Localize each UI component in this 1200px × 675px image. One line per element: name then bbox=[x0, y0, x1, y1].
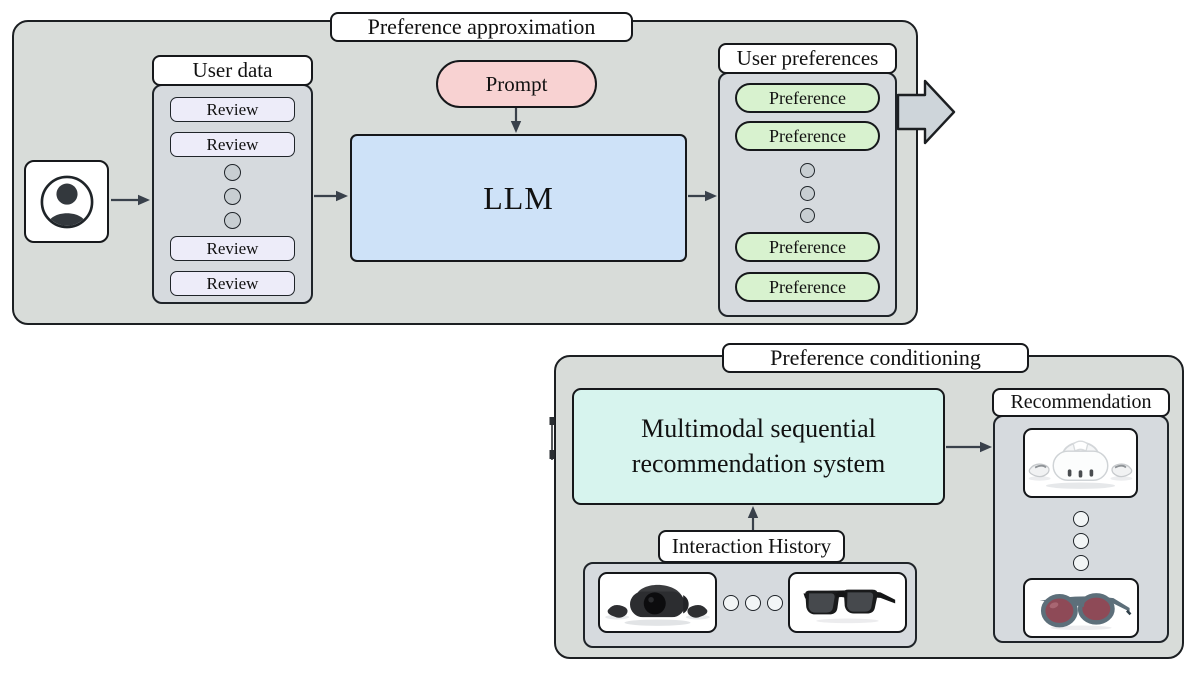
ellipsis-dot bbox=[1073, 555, 1089, 571]
preference-item: Preference bbox=[735, 232, 880, 262]
review-item: Review bbox=[170, 97, 295, 122]
ellipsis-dot bbox=[767, 595, 783, 611]
preference-item: Preference bbox=[735, 272, 880, 302]
history-item-card bbox=[598, 572, 717, 633]
ellipsis-dot bbox=[224, 164, 241, 181]
ellipsis-dot bbox=[800, 208, 815, 223]
title-text: Recommendation bbox=[1010, 391, 1152, 413]
review-label: Review bbox=[206, 273, 259, 293]
preference-label: Preference bbox=[769, 276, 846, 297]
review-label: Review bbox=[206, 99, 259, 119]
title-text: User preferences bbox=[736, 46, 879, 70]
preference-item: Preference bbox=[735, 121, 880, 151]
title-text: User data bbox=[192, 58, 273, 82]
recommendation-title: Recommendation bbox=[992, 388, 1170, 417]
review-item: Review bbox=[170, 271, 295, 296]
title-text: Interaction History bbox=[671, 534, 832, 558]
ellipsis-dot bbox=[224, 212, 241, 229]
ellipsis-dot bbox=[1073, 533, 1089, 549]
recommended-item-card bbox=[1023, 578, 1139, 638]
review-label: Review bbox=[206, 238, 259, 258]
history-item-card bbox=[788, 572, 907, 633]
ellipsis-dot bbox=[745, 595, 761, 611]
title-text: Preference conditioning bbox=[770, 345, 981, 370]
preference-label: Preference bbox=[769, 87, 846, 108]
vr-headset-white-image bbox=[1028, 440, 1133, 489]
preference-item: Preference bbox=[735, 83, 880, 113]
ellipsis-dot bbox=[723, 595, 739, 611]
user-data-title: User data bbox=[152, 55, 313, 86]
sunglasses-black-image bbox=[803, 589, 896, 624]
user-avatar bbox=[24, 160, 109, 243]
review-label: Review bbox=[206, 134, 259, 154]
recsys-node: Multimodal sequential recommendation sys… bbox=[572, 388, 945, 505]
title-text: Preference approximation bbox=[367, 14, 596, 39]
sunglasses-rose-image bbox=[1039, 593, 1132, 631]
ellipsis-dot bbox=[800, 186, 815, 201]
llm-label: LLM bbox=[483, 179, 554, 216]
preference-label: Preference bbox=[769, 125, 846, 146]
user-preferences-title: User preferences bbox=[718, 43, 897, 74]
preference-conditioning-title: Preference conditioning bbox=[722, 343, 1029, 373]
vr-headset-dark-image bbox=[605, 584, 710, 626]
recommended-item-card bbox=[1023, 428, 1138, 498]
prompt-node: Prompt bbox=[436, 60, 597, 108]
preference-approximation-title: Preference approximation bbox=[330, 12, 633, 42]
preference-label: Preference bbox=[769, 236, 846, 257]
interaction-history-title: Interaction History bbox=[658, 530, 845, 563]
review-item: Review bbox=[170, 236, 295, 261]
review-item: Review bbox=[170, 132, 295, 157]
recsys-label-line1: Multimodal sequential bbox=[641, 414, 876, 444]
prompt-label: Prompt bbox=[485, 71, 548, 96]
ellipsis-dot bbox=[224, 188, 241, 205]
recsys-label-line2: recommendation system bbox=[631, 448, 886, 478]
llm-node: LLM bbox=[350, 134, 687, 262]
ellipsis-dot bbox=[800, 163, 815, 178]
user-avatar-icon bbox=[40, 175, 93, 228]
ellipsis-dot bbox=[1073, 511, 1089, 527]
